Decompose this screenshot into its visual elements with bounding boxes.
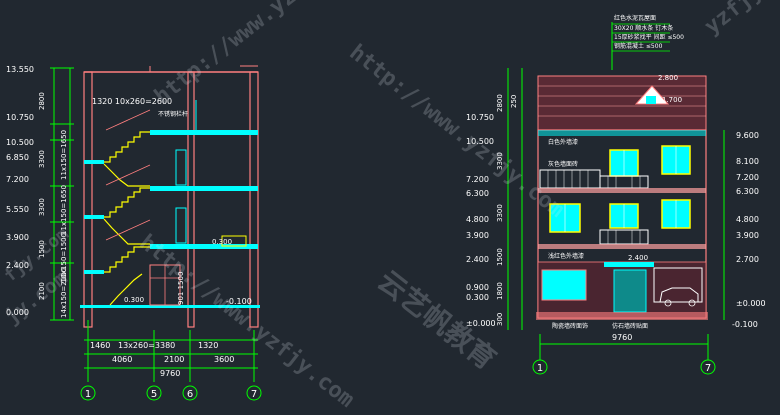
elev-right-minus-0100: -0.100 bbox=[732, 320, 758, 329]
axis-1-right: 1 bbox=[537, 363, 543, 374]
elev-left-10500: 10.500 bbox=[466, 137, 494, 146]
pier-label: 901 1500 bbox=[177, 272, 185, 305]
canopy-level: 2.400 bbox=[628, 254, 648, 262]
elev-left-000: ±0.000 bbox=[466, 319, 496, 328]
stair-dim-2: 11x150=1650 bbox=[60, 185, 68, 235]
bottom-dim-13x260: 13x260=3380 bbox=[118, 341, 175, 350]
elev-right-8100: 8.100 bbox=[736, 157, 759, 166]
axis-7-right: 7 bbox=[705, 363, 711, 374]
elev-dim-1500: 1500 bbox=[496, 248, 504, 266]
elev-10500: 10.500 bbox=[6, 138, 34, 147]
dim-2100: 2100 bbox=[38, 282, 46, 300]
elev-0000: 0.000 bbox=[6, 308, 29, 317]
elev-total-dim: 9760 bbox=[612, 333, 632, 342]
elev-left-10750: 10.750 bbox=[466, 113, 494, 122]
axis-1-left: 1 bbox=[85, 389, 91, 400]
bottom-dim-1460: 1460 bbox=[90, 341, 110, 350]
dim-1500: 1500 bbox=[38, 240, 46, 258]
elev-left-0300: 0.300 bbox=[466, 293, 489, 302]
axis-5: 5 bbox=[151, 389, 157, 400]
top-stair-note: 1320 10x260=2600 bbox=[92, 97, 172, 106]
landing-level-1: 0.300 bbox=[212, 238, 232, 246]
dormer-level: 1.700 bbox=[662, 96, 682, 104]
elev-dim-250: 250 bbox=[510, 95, 518, 108]
base-label-ceramic: 陶瓷墙砖面饰 bbox=[552, 322, 588, 330]
elev-2400: 2.400 bbox=[6, 261, 29, 270]
roof-note-1: 红色水泥瓦屋面 bbox=[614, 14, 656, 22]
elev-right-7200: 7.200 bbox=[736, 173, 759, 182]
bottom-dim-1320: 1320 bbox=[198, 341, 218, 350]
wall-label-pink: 浅红色外墙漆 bbox=[548, 252, 584, 260]
elev-left-6300: 6.300 bbox=[466, 189, 489, 198]
dim-3300-b: 3300 bbox=[38, 198, 46, 216]
elev-10750: 10.750 bbox=[6, 113, 34, 122]
elev-left-4800: 4.800 bbox=[466, 215, 489, 224]
landing-level-2: 0.300 bbox=[124, 296, 144, 304]
bottom-dim-2100: 2100 bbox=[164, 355, 184, 364]
base-label-stone: 仿石墙砖贴面 bbox=[612, 322, 648, 330]
elev-right-4800: 4.800 bbox=[736, 215, 759, 224]
elev-right-2700: 2.700 bbox=[736, 255, 759, 264]
elev-7200: 7.200 bbox=[6, 175, 29, 184]
stair-dim-1: 11x150=1650 bbox=[60, 130, 68, 180]
elev-left-7200: 7.200 bbox=[466, 175, 489, 184]
elev-right-6300: 6.300 bbox=[736, 187, 759, 196]
wall-label-grey: 灰色墙面砖 bbox=[548, 160, 578, 168]
elev-dim-3300-b: 3300 bbox=[496, 204, 504, 222]
bottom-dim-4060: 4060 bbox=[112, 355, 132, 364]
stair-dim-4: 14x150=2100 bbox=[60, 268, 68, 318]
wall-label-white: 白色外墙漆 bbox=[548, 138, 578, 146]
dim-2800: 2800 bbox=[38, 92, 46, 110]
elev-13550: 13.550 bbox=[6, 65, 34, 74]
stair-dim-3: 10x150=1500 bbox=[60, 233, 68, 283]
roof-note-2: 30X20 顺水条 钉木条 bbox=[614, 24, 673, 32]
building-elevation: 红色水泥瓦屋面 30X20 顺水条 钉木条 15厚砂浆找平 间距 ≤500 钢筋… bbox=[466, 14, 766, 375]
ridge-level: 2.800 bbox=[658, 74, 678, 82]
dim-3300-a: 3300 bbox=[38, 150, 46, 168]
elev-dim-3300-a: 3300 bbox=[496, 152, 504, 170]
bottom-dim-3600: 3600 bbox=[214, 355, 234, 364]
elev-right-000: ±0.000 bbox=[736, 299, 766, 308]
elev-left-2400: 2.400 bbox=[466, 255, 489, 264]
elev-left-0900: 0.900 bbox=[466, 283, 489, 292]
elev-dim-1800: 1800 bbox=[496, 282, 504, 300]
elev-dim-2800: 2800 bbox=[496, 94, 504, 112]
elev-6850: 6.850 bbox=[6, 153, 29, 162]
elev-right-9600: 9.600 bbox=[736, 131, 759, 140]
building-section: 13.550 10.750 10.500 6.850 7.200 5.550 3… bbox=[6, 65, 262, 401]
elev-left-3900: 3.900 bbox=[466, 231, 489, 240]
elev-minus-0100: -0.100 bbox=[226, 297, 252, 306]
bottom-total: 9760 bbox=[160, 369, 180, 378]
elev-5550: 5.550 bbox=[6, 205, 29, 214]
elev-right-3900: 3.900 bbox=[736, 231, 759, 240]
roof-note-4: 钢筋混凝土 ≤500 bbox=[614, 42, 663, 50]
elev-dim-300: 300 bbox=[496, 313, 504, 326]
axis-7-left: 7 bbox=[251, 389, 257, 400]
railing-note: 不锈钢栏杆 bbox=[158, 110, 188, 118]
roof-note-3: 15厚砂浆找平 间距 ≤500 bbox=[614, 33, 684, 41]
axis-6: 6 bbox=[187, 389, 193, 400]
elev-3900: 3.900 bbox=[6, 233, 29, 242]
